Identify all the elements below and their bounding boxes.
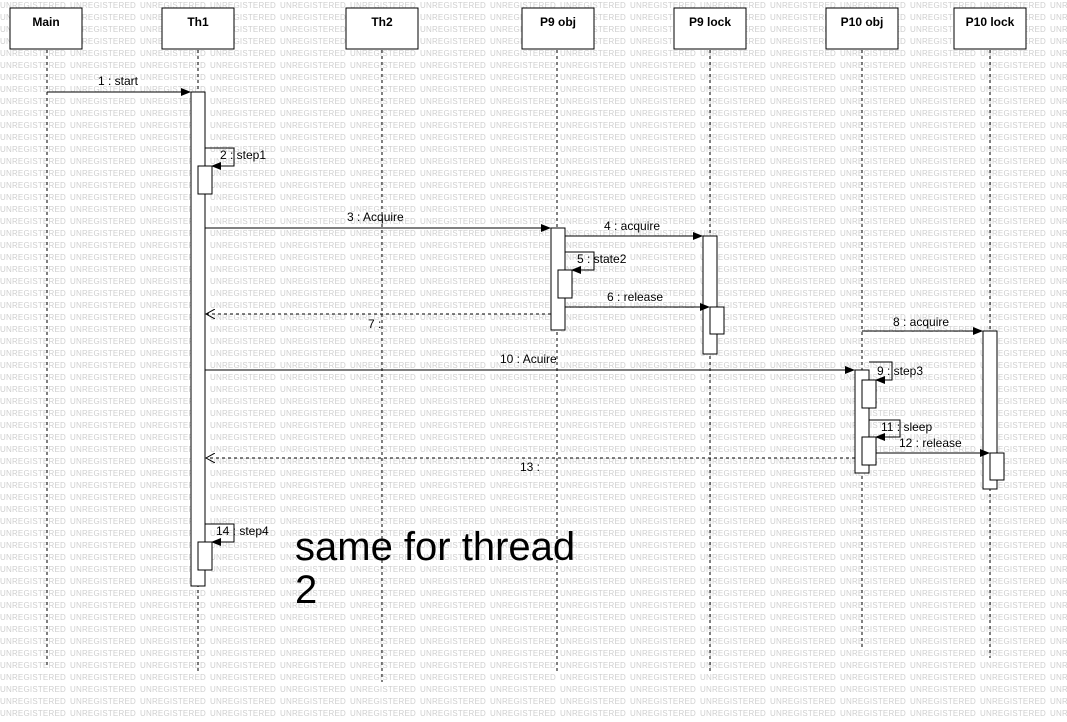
note-line-2: 2 (295, 568, 317, 612)
lifeline-p10obj-label: P10 obj (841, 15, 884, 29)
lifeline-p9lock[interactable]: P9 lock (673, 7, 747, 672)
message-14[interactable]: 14 : step4 (205, 523, 269, 546)
lifeline-p9obj-label: P9 obj (540, 15, 576, 29)
message-9-arrow (869, 361, 893, 384)
message-2[interactable]: 2 : step1 (205, 147, 266, 170)
message-13-label: 13 : (520, 460, 540, 474)
lifeline-th2[interactable]: Th2 (345, 7, 419, 682)
message-5-arrow (565, 251, 595, 274)
lifeline-p9lock-head[interactable] (673, 7, 747, 50)
message-12-label: 12 : release (899, 436, 962, 450)
message-6[interactable]: 6 : release (565, 290, 710, 311)
message-7-label: 7 : (368, 317, 381, 331)
message-3[interactable]: 3 : Acquire (205, 210, 551, 232)
message-10-label: 10 : Acuire (500, 352, 557, 366)
lifeline-p10obj[interactable]: P10 obj (825, 7, 899, 648)
activation-th1-step1[interactable] (197, 165, 213, 195)
lifeline-p10lock[interactable]: P10 lock (953, 7, 1027, 658)
lifeline-th1-head[interactable] (161, 7, 235, 50)
activation-p9obj-state2[interactable] (557, 269, 573, 299)
note-line-1: same for thread (295, 525, 575, 569)
activation-th1[interactable] (190, 91, 206, 587)
lifeline-p10lock-head[interactable] (953, 7, 1027, 50)
lifeline-th1-label: Th1 (187, 15, 209, 29)
message-5[interactable]: 5 : state2 (565, 251, 627, 274)
message-11[interactable]: 11 : sleep (869, 419, 932, 441)
note-text: same for thread 2 (295, 525, 575, 612)
activation-p9lock-release[interactable] (709, 306, 725, 335)
message-4-label: 4 : acquire (604, 219, 660, 233)
message-9[interactable]: 9 : step3 (869, 361, 923, 384)
lifeline-main-label: Main (32, 15, 59, 29)
lifeline-main-head[interactable] (9, 7, 83, 50)
activation-p10obj-step3[interactable] (861, 379, 877, 409)
message-2-arrow (205, 147, 235, 170)
message-7[interactable]: 7 : (206, 314, 551, 331)
lifeline-p9obj-head[interactable] (521, 7, 595, 50)
message-9-label: 9 : step3 (877, 364, 923, 378)
message-1-label: 1 : start (98, 74, 139, 88)
message-11-arrow (869, 419, 901, 441)
message-8-label: 8 : acquire (893, 315, 949, 329)
activation-p10lock-release[interactable] (989, 452, 1005, 481)
message-10[interactable]: 10 : Acuire (205, 352, 855, 374)
lifeline-th2-head[interactable] (345, 7, 419, 50)
lifeline-p10lock-label: P10 lock (966, 15, 1015, 29)
message-14-label: 14 : step4 (216, 524, 269, 538)
lifeline-p10obj-head[interactable] (825, 7, 899, 50)
message-13[interactable]: 13 : (206, 458, 855, 474)
lifeline-p9lock-label: P9 lock (689, 15, 731, 29)
lifeline-main[interactable]: Main (9, 7, 83, 666)
message-2-label: 2 : step1 (220, 148, 266, 162)
message-4[interactable]: 4 : acquire (565, 219, 703, 240)
message-3-label: 3 : Acquire (347, 210, 404, 224)
activation-th1-step4[interactable] (197, 541, 213, 571)
message-6-label: 6 : release (607, 290, 663, 304)
activation-p9lock[interactable] (702, 235, 718, 355)
message-5-label: 5 : state2 (577, 252, 627, 266)
message-11-label: 11 : sleep (881, 420, 932, 434)
lifeline-th2-label: Th2 (371, 15, 393, 29)
message-1[interactable]: 1 : start (47, 74, 191, 96)
message-14-arrow (205, 523, 235, 546)
message-12[interactable]: 12 : release (876, 436, 990, 457)
message-8[interactable]: 8 : acquire (862, 315, 983, 335)
activation-p10obj-sleep[interactable] (861, 436, 877, 466)
lifeline-p9obj[interactable]: P9 obj (521, 7, 595, 672)
